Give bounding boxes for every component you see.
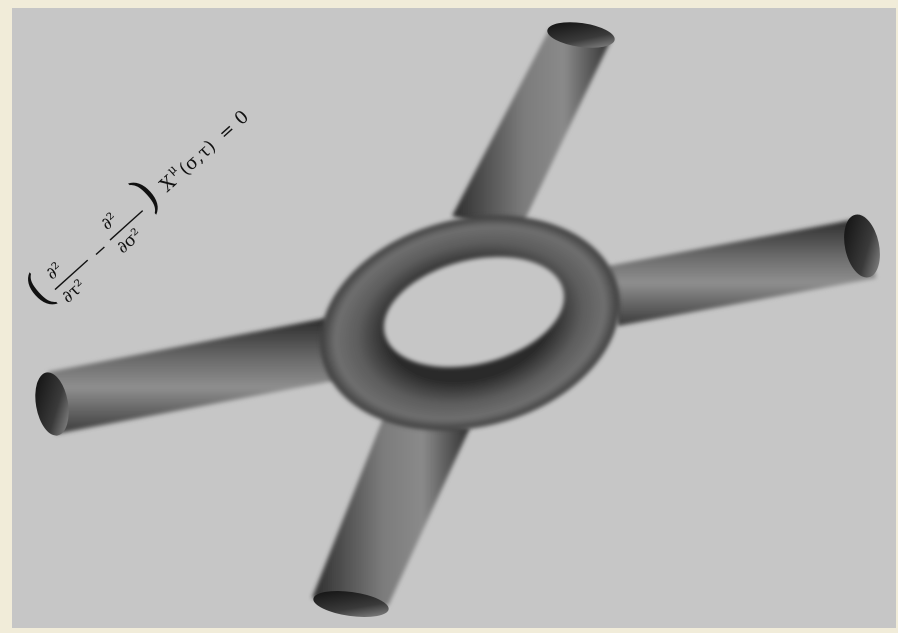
illustration-panel: ( ∂² ∂τ² − ∂² ∂σ² ) X μ (σ,τ) = 0 xyxy=(12,8,896,628)
eq-arguments: (σ,τ) xyxy=(175,136,220,180)
eq-frac2-numerator: ∂² xyxy=(97,209,122,234)
left-tube xyxy=(48,318,338,434)
central-ring xyxy=(297,185,642,460)
wave-equation: ( ∂² ∂τ² − ∂² ∂σ² ) X μ (σ,τ) = 0 xyxy=(13,88,264,322)
eq-equals: = xyxy=(214,119,239,145)
eq-rhs-zero: 0 xyxy=(231,106,254,129)
eq-frac1-numerator: ∂² xyxy=(42,259,67,284)
worldsheet-figure: ( ∂² ∂τ² − ∂² ∂σ² ) X μ (σ,τ) = 0 xyxy=(12,8,896,628)
eq-field: X xyxy=(156,171,181,197)
eq-minus: − xyxy=(88,238,113,264)
right-tube xyxy=(608,218,876,326)
lower-tube xyxy=(312,416,470,606)
eq-frac1-denominator: ∂τ² xyxy=(58,276,90,308)
upper-tube xyxy=(452,28,612,234)
eq-frac2-denominator: ∂σ² xyxy=(113,225,147,258)
